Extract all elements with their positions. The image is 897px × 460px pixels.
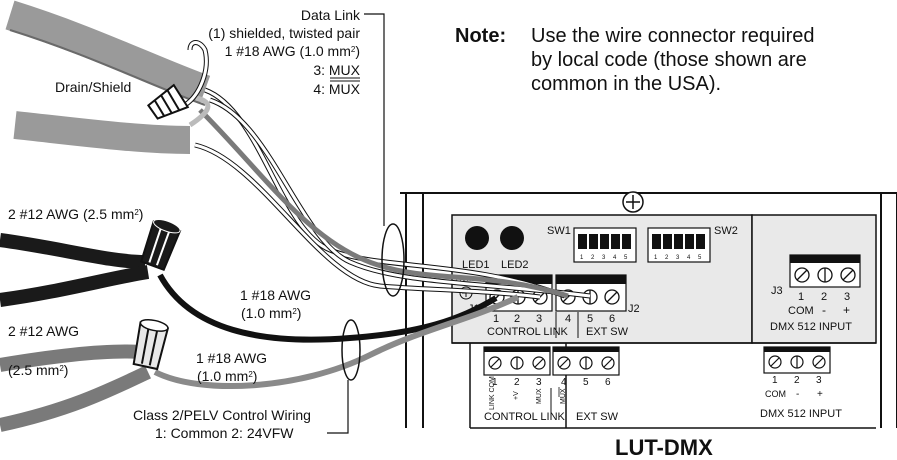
data-link-line2: 1 #18 AWG (1.0 mm2) xyxy=(225,43,360,59)
j3-pin: 3 xyxy=(844,291,850,303)
note-line-3: common in the USA). xyxy=(531,73,722,95)
lower-vlabel-mux-bar: MUX xyxy=(560,388,567,404)
j3-dmx-input-label: DMX 512 INPUT xyxy=(770,321,852,333)
power-cable-top xyxy=(0,233,146,269)
class2-leader xyxy=(327,380,349,434)
data-link-callout: Data Link (1) shielded, twisted pair 1 #… xyxy=(208,7,361,97)
lower-pin: 1 xyxy=(772,375,778,386)
lower-dmx-terminal[interactable] xyxy=(763,346,831,374)
lower-pin: 1 xyxy=(492,377,498,388)
drain-shield-wire-nut-icon xyxy=(146,83,190,120)
ext-sw-label: EXT SW xyxy=(586,326,629,338)
lower-pin: 2 xyxy=(514,377,520,388)
j2-pin: 4 xyxy=(565,313,571,325)
j3-label: J3 xyxy=(771,285,783,297)
note-block: Note: Use the wire connector required by … xyxy=(455,24,885,96)
sw2-num: 5 xyxy=(698,255,702,261)
wire-nut-gray-icon xyxy=(132,318,170,371)
lower-pin: 3 xyxy=(536,377,542,388)
j1-pin: 1 xyxy=(493,313,499,325)
sw2-dip-switch[interactable]: 1 2 3 4 5 xyxy=(647,227,711,263)
j3-pin: 2 xyxy=(821,291,827,303)
lower-vlabel-link-com: LINK COM xyxy=(489,376,496,410)
data-link-bundle-marker xyxy=(381,223,405,297)
lower-minus-label: - xyxy=(796,389,799,400)
lower-pin: 5 xyxy=(583,377,589,388)
lower-ext-sw-label: EXT SW xyxy=(576,411,619,423)
note-label: Note: xyxy=(455,25,507,47)
lower-ext-sw-terminal[interactable] xyxy=(552,346,620,376)
control-link-label: CONTROL LINK xyxy=(487,326,569,338)
data-link-leader xyxy=(364,13,385,226)
data-link-cable xyxy=(5,0,211,105)
awg18-lower-label-b: (1.0 mm2) xyxy=(197,368,257,384)
data-link-cable-2 xyxy=(13,111,191,154)
awg12-bottom-label-b: (2.5 mm2) xyxy=(8,362,68,378)
led1-label: LED1 xyxy=(462,259,490,271)
j3-minus-label: - xyxy=(822,303,826,317)
lower-com-label: COM xyxy=(765,389,786,399)
note-line-2: by local code (those shown are xyxy=(531,49,807,71)
data-link-mux-bar: 4: MUX xyxy=(313,81,360,97)
lower-control-link-label: CONTROL LINK xyxy=(484,411,566,423)
sw2-num: 1 xyxy=(654,255,658,261)
sw2-num: 3 xyxy=(676,255,680,261)
control-wire-18awg-gray xyxy=(153,294,520,389)
lower-pin: 6 xyxy=(605,377,611,388)
j2-terminal-block[interactable] xyxy=(555,274,627,312)
sw1-num: 3 xyxy=(602,255,606,261)
led1-icon xyxy=(465,226,489,250)
sw1-num: 5 xyxy=(624,255,628,261)
drain-shield-label: Drain/Shield xyxy=(55,79,131,95)
sw1-num: 4 xyxy=(613,255,617,261)
j1-pin: 2 xyxy=(514,313,520,325)
class2-bundle-marker xyxy=(341,319,361,381)
led2-icon xyxy=(500,226,524,250)
j3-com-label: COM xyxy=(788,305,814,317)
data-link-title: Data Link xyxy=(301,7,361,23)
lower-pin: 4 xyxy=(561,377,567,388)
j3-plus-label: + xyxy=(843,303,850,317)
sw1-dip-switch[interactable]: 1 2 3 4 5 xyxy=(573,227,637,263)
j2-pin: 5 xyxy=(587,313,593,325)
sw2-label: SW2 xyxy=(714,225,738,237)
awg12-top-label: 2 #12 AWG (2.5 mm2) xyxy=(8,206,143,222)
data-link-mux: 3: MUX xyxy=(313,62,360,78)
led2-label: LED2 xyxy=(501,259,529,271)
device-name: LUT-DMX xyxy=(615,435,713,460)
lower-pin: 2 xyxy=(794,375,800,386)
lower-pin: 3 xyxy=(816,375,822,386)
awg12-bottom-label-a: 2 #12 AWG xyxy=(8,323,79,339)
sw1-label: SW1 xyxy=(547,225,571,237)
lower-control-link-terminal[interactable] xyxy=(483,346,551,376)
data-link-line1: (1) shielded, twisted pair xyxy=(208,25,360,41)
sw1-num: 1 xyxy=(580,255,584,261)
class2-label-a: Class 2/PELV Control Wiring xyxy=(133,407,311,423)
note-line-1: Use the wire connector required xyxy=(531,25,815,47)
lower-vlabel-mux: MUX xyxy=(536,388,543,404)
sw1-num: 2 xyxy=(591,255,595,261)
j3-terminal-block[interactable] xyxy=(789,254,861,288)
j2-label: J2 xyxy=(628,303,640,315)
sw2-num: 4 xyxy=(687,255,691,261)
j1-pin: 3 xyxy=(536,313,542,325)
lower-plus-label: + xyxy=(817,389,823,400)
j3-pin: 1 xyxy=(798,291,804,303)
power-cable-bottom xyxy=(0,265,150,307)
class2-label-b: 1: Common 2: 24VFW xyxy=(155,425,294,441)
j2-pin: 6 xyxy=(609,313,615,325)
wire-nut-black-icon xyxy=(139,218,182,272)
awg18-lower-label-a: 1 #18 AWG xyxy=(196,350,267,366)
lower-vlabel-plus-v: +V xyxy=(513,391,520,400)
awg18-upper-label-b: (1.0 mm2) xyxy=(241,305,301,321)
lower-dmx-input-label: DMX 512 INPUT xyxy=(760,408,842,420)
control-wire-18awg xyxy=(157,273,498,343)
sw2-num: 2 xyxy=(665,255,669,261)
awg18-upper-label-a: 1 #18 AWG xyxy=(240,287,311,303)
